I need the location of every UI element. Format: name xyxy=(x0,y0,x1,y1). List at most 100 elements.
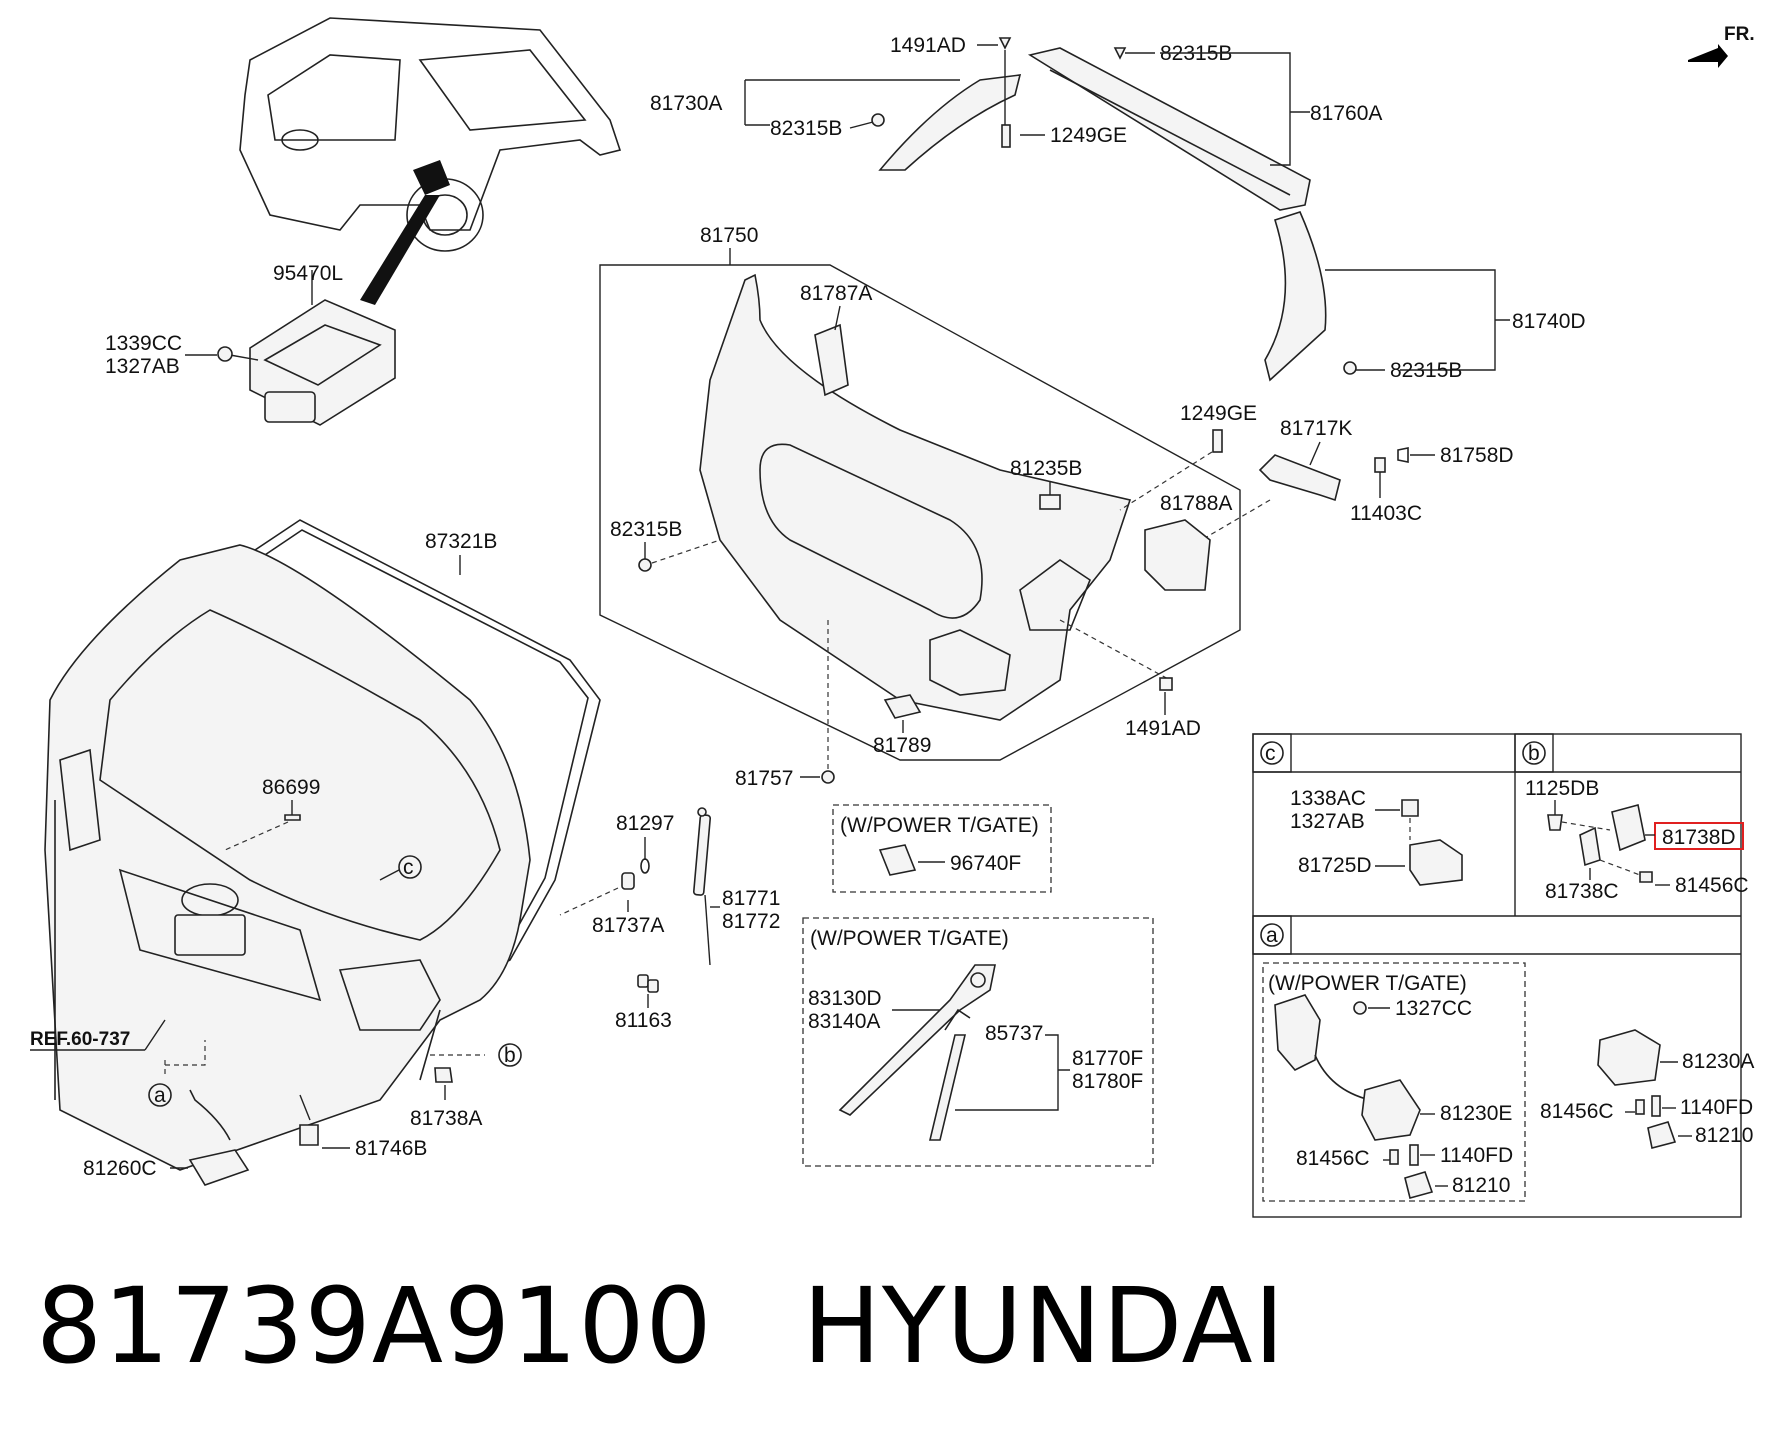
part-number: 81739A9100 xyxy=(36,1265,713,1387)
inset-marker-a: a xyxy=(1266,924,1278,947)
callout-96740F: 96740F xyxy=(950,852,1021,875)
variant-label-switch: (W/POWER T/GATE) xyxy=(840,814,1039,837)
inset-b-81456C: 81456C xyxy=(1675,874,1749,897)
callout-81760A: 81760A xyxy=(1310,102,1382,125)
switch-96740F xyxy=(878,844,917,876)
callout-81260C: 81260C xyxy=(83,1157,157,1180)
highlight-box xyxy=(1654,822,1744,850)
inset-a-81456C-left: 81456C xyxy=(1296,1147,1370,1170)
arrow-icon xyxy=(1688,44,1728,68)
callout-81746B: 81746B xyxy=(355,1137,427,1160)
variant-label-strut: (W/POWER T/GATE) xyxy=(810,927,1009,950)
front-direction-indicator: FR. xyxy=(1688,24,1755,68)
power-gate-strut-box xyxy=(802,917,1154,1167)
callout-1491AD-bot: 1491AD xyxy=(1125,717,1201,740)
front-label: FR. xyxy=(1724,24,1755,45)
callout-85737: 85737 xyxy=(985,1022,1043,1045)
gas-strut-81771 xyxy=(692,807,712,966)
callout-81787A: 81787A xyxy=(800,282,872,305)
callout-83130D: 83130D xyxy=(808,987,882,1010)
part-number-caption: 81739A9100 HYUNDAI xyxy=(36,1265,1285,1395)
inset-a-81210-left: 81210 xyxy=(1452,1174,1510,1197)
latch-81230A xyxy=(1597,1029,1661,1086)
callout-81730A: 81730A xyxy=(650,92,722,115)
callout-81297: 81297 xyxy=(616,812,674,835)
panel-81788A xyxy=(1144,519,1211,591)
callout-81235B: 81235B xyxy=(1010,457,1082,480)
inset-c-81725D: 81725D xyxy=(1298,854,1372,877)
brand-name: HYUNDAI xyxy=(802,1265,1286,1387)
inset-a-variant-label: (W/POWER T/GATE) xyxy=(1268,972,1467,995)
svg-text:b: b xyxy=(504,1044,516,1067)
striker-81210-right xyxy=(1647,1121,1677,1149)
lamp-81260C xyxy=(188,1149,250,1186)
module-95470L xyxy=(217,270,396,426)
inset-a-81210-right: 81210 xyxy=(1695,1124,1753,1147)
inset-a-81230E: 81230E xyxy=(1440,1102,1512,1125)
callout-81758D: 81758D xyxy=(1440,444,1514,467)
trim-81740D xyxy=(1264,211,1327,382)
inset-a-81456C-right: 81456C xyxy=(1540,1100,1614,1123)
trim-81750 xyxy=(699,273,1132,721)
power-strut-81770F xyxy=(928,1008,971,1141)
grip-81717K xyxy=(1258,454,1341,502)
striker-81210-left xyxy=(1404,1171,1434,1199)
detail-inset: c b a 1338AC 1327AB 81725D 1125DB 81738D… xyxy=(1252,733,1754,1218)
callout-95470L: 95470L xyxy=(273,262,343,285)
inset-c-1327AB: 1327AB xyxy=(1290,810,1365,833)
callout-81737A: 81737A xyxy=(592,914,664,937)
tailgate-assembly xyxy=(44,519,601,1171)
callout-81772: 81772 xyxy=(722,910,780,933)
callout-1491AD-top: 1491AD xyxy=(890,34,966,57)
callout-81770F: 81770F xyxy=(1072,1047,1143,1070)
callout-REF: REF.60-737 xyxy=(30,1029,130,1050)
inset-marker-c: c xyxy=(1265,742,1276,765)
inset-marker-b: b xyxy=(1528,742,1540,765)
callout-1249GE-mid: 1249GE xyxy=(1180,402,1257,425)
callout-81771: 81771 xyxy=(722,887,780,910)
callout-81789: 81789 xyxy=(873,734,931,757)
callout-81757: 81757 xyxy=(735,767,793,790)
location-highlight xyxy=(413,160,450,195)
inset-a-81230A: 81230A xyxy=(1682,1050,1754,1073)
trim-81760A xyxy=(1027,47,1311,211)
callout-1327AB: 1327AB xyxy=(105,355,180,378)
callout-81717K: 81717K xyxy=(1280,417,1352,440)
marker-c-callout xyxy=(398,855,422,879)
svg-text:c: c xyxy=(403,856,414,879)
marker-a-callout xyxy=(148,1083,172,1107)
callout-87321B: 87321B xyxy=(425,530,497,553)
bumper-81738C xyxy=(1579,826,1601,867)
callout-82315B-left: 82315B xyxy=(610,518,682,541)
callout-81788A: 81788A xyxy=(1160,492,1232,515)
callout-81750: 81750 xyxy=(700,224,758,247)
callout-82315B-mid: 82315B xyxy=(770,117,842,140)
callout-81740D: 81740D xyxy=(1512,310,1586,333)
stopper-81725D xyxy=(1409,839,1463,886)
callout-1339CC: 1339CC xyxy=(105,332,182,355)
bracket-83130D xyxy=(838,964,996,1116)
marker-b-callout xyxy=(498,1043,522,1067)
callout-86699: 86699 xyxy=(262,776,320,799)
inset-a-1140FD-right: 1140FD xyxy=(1680,1096,1753,1119)
callout-83140A: 83140A xyxy=(808,1010,880,1033)
callout-82315B-right: 82315B xyxy=(1390,359,1462,382)
callout-81780F: 81780F xyxy=(1072,1070,1143,1093)
inset-a-1327CC: 1327CC xyxy=(1395,997,1472,1020)
inset-b-81738C: 81738C xyxy=(1545,880,1619,903)
latch-81230E xyxy=(1274,994,1421,1141)
vehicle-overview xyxy=(239,17,622,305)
trim-81730A xyxy=(878,74,1022,171)
callout-1249GE-top: 1249GE xyxy=(1050,124,1127,147)
inset-a-1140FD-left: 1140FD xyxy=(1440,1144,1513,1167)
callout-11403C: 11403C xyxy=(1350,502,1422,525)
panel-81787A xyxy=(814,323,849,397)
inset-b-81738D: 81738D xyxy=(1662,826,1736,849)
callout-81738A: 81738A xyxy=(410,1107,482,1130)
clip-81746B xyxy=(299,1124,319,1146)
switch-81789 xyxy=(883,694,922,719)
bumper-81738D xyxy=(1611,804,1646,852)
inset-c-1338AC: 1338AC xyxy=(1290,787,1366,810)
callout-81163: 81163 xyxy=(615,1009,672,1032)
